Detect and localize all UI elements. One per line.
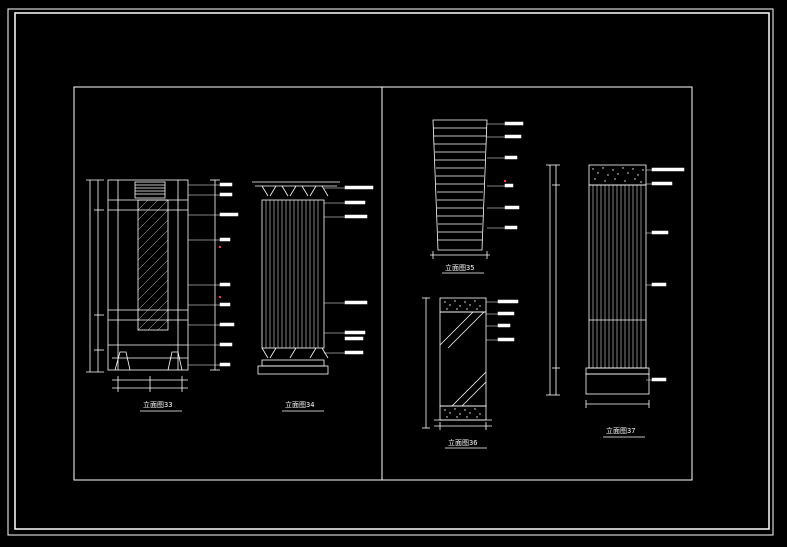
column-35-annotations [487,121,524,230]
outer-frame [7,8,774,536]
title-35: 立面图35 [442,263,484,274]
title-36-label: 立面图36 [448,438,477,447]
title-34-label: 立面图34 [285,400,314,409]
title-34: 立面图34 [282,400,324,412]
column-36-annotations [486,299,519,342]
column-36-stone-texture [444,300,481,418]
title-36: 立面图36 [445,438,487,449]
title-37-label: 立面图37 [606,426,635,435]
inner-frame [14,12,770,530]
title-33: 立面图33 [140,400,182,412]
column-37-elevation [546,164,650,408]
column-35-elevation [430,119,490,259]
column-37-annotations [646,167,685,382]
title-37: 立面图37 [603,426,645,438]
column-34-elevation [252,181,340,375]
title-35-label: 立面图35 [445,263,474,272]
dimension-accent-marks [219,180,506,298]
title-33-label: 立面图33 [143,400,172,409]
column-34-flutes [265,200,319,348]
column-36-elevation [422,297,492,430]
sheet-right [381,86,693,481]
column-37-flutes [592,185,642,368]
column-33-hatch [137,199,169,331]
column-33-elevation [86,179,220,392]
column-37-capital-texture [592,167,644,183]
column-33-annotations [188,182,239,367]
column-34-annotations [324,185,374,355]
